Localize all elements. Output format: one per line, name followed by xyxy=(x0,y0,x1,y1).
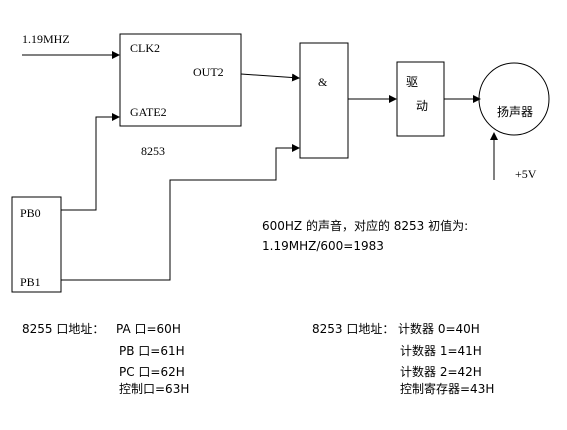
pin-out2-label: OUT2 xyxy=(193,65,224,79)
speaker-label: 扬声器 xyxy=(497,104,533,119)
address-8253-row-3: 控制寄存器=43H xyxy=(400,382,495,396)
pin-pb1-label: PB1 xyxy=(20,275,41,289)
address-8253-row-2: 计数器 2=42H xyxy=(400,365,482,379)
pin-pb0-label: PB0 xyxy=(20,206,41,220)
note-line-2: 1.19MHZ/600=1983 xyxy=(262,239,384,253)
supply-label: +5V xyxy=(515,167,537,181)
clock-input-label: 1.19MHZ xyxy=(22,32,70,46)
out2-to-and-wire xyxy=(240,73,300,82)
chip-8255-box xyxy=(11,196,62,293)
address-8253-row-1: 计数器 1=41H xyxy=(400,344,482,358)
and-gate-symbol: & xyxy=(318,75,328,89)
and-gate-box xyxy=(299,42,349,159)
pb0-to-gate2-wire xyxy=(61,113,120,211)
pb1-to-and-wire xyxy=(61,144,300,281)
address-8255-heading: 8255 口地址： xyxy=(22,322,105,336)
driver-label-1: 驱 xyxy=(406,75,418,89)
address-8253-row-0: 计数器 0=40H xyxy=(398,322,480,336)
chip-8253-name: 8253 xyxy=(141,144,165,158)
address-8253-heading: 8253 口地址： xyxy=(312,322,395,336)
pin-clk2-label: CLK2 xyxy=(130,41,160,55)
address-8255-row-pc: PC 口=62H xyxy=(119,365,185,379)
driver-label-2: 动 xyxy=(416,99,428,113)
note-line-1: 600HZ 的声音，对应的 8253 初值为: xyxy=(262,219,469,233)
address-8255-row-pa: PA 口=60H xyxy=(116,322,181,336)
speaker-circle xyxy=(478,62,550,136)
address-8255-row-ctrl: 控制口=63H xyxy=(119,382,190,396)
chip-8253-box xyxy=(119,33,242,127)
pin-gate2-label: GATE2 xyxy=(130,105,167,119)
address-8255-row-pb: PB 口=61H xyxy=(119,344,185,358)
